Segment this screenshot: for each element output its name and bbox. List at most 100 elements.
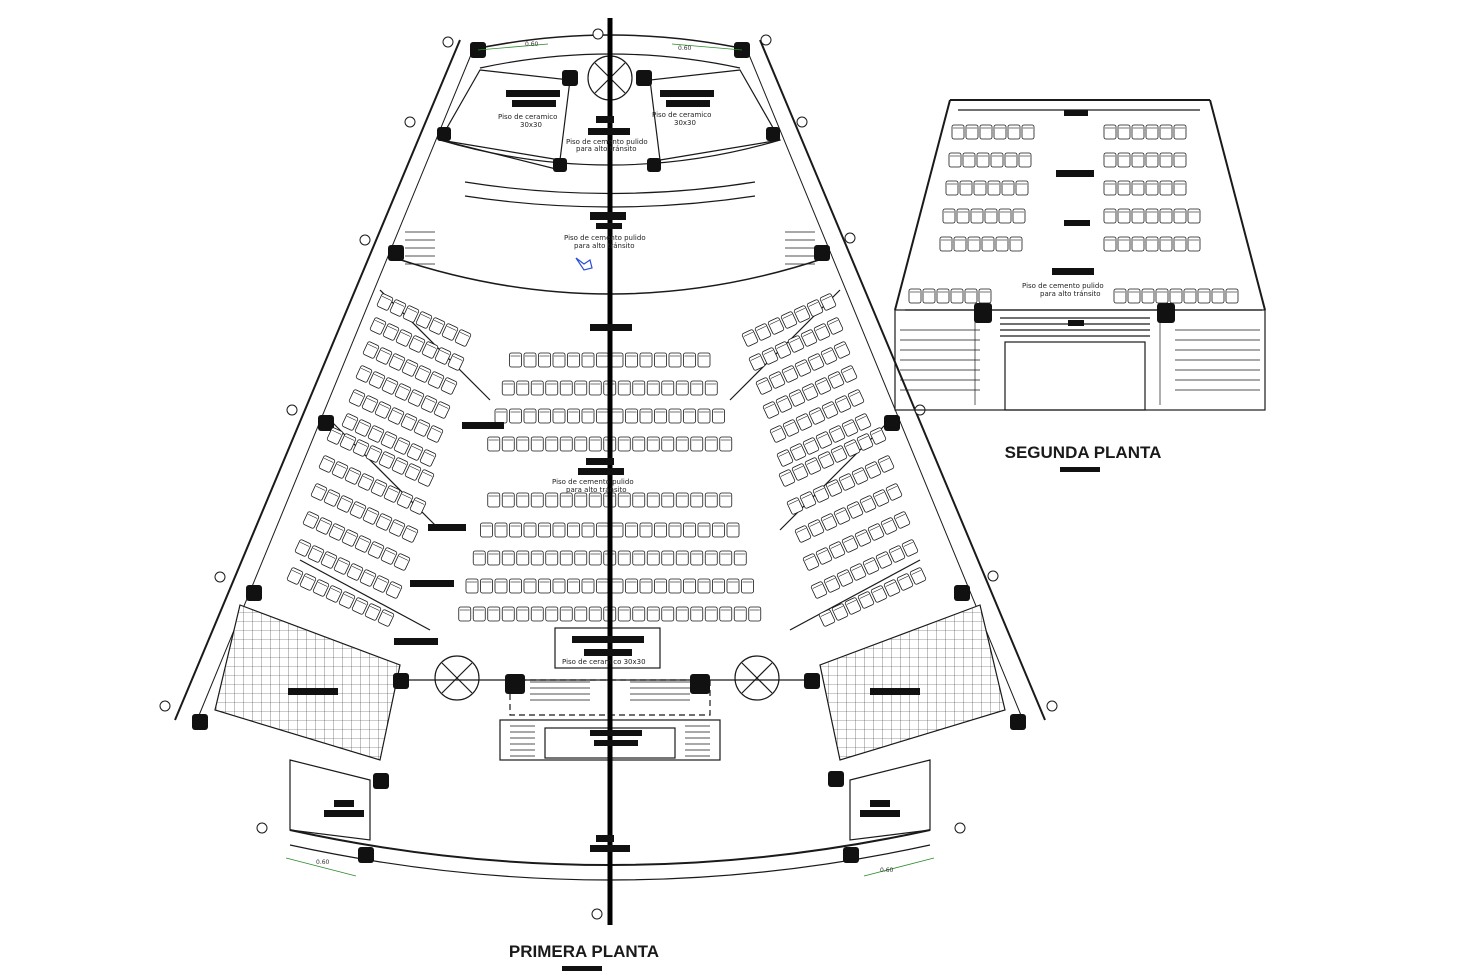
seat bbox=[588, 606, 602, 622]
seat bbox=[538, 578, 551, 594]
second-floor-plan bbox=[894, 99, 1266, 411]
note-ceramic-right: Piso de ceramico bbox=[652, 111, 711, 119]
seat bbox=[661, 550, 675, 566]
seat bbox=[697, 352, 711, 368]
seat bbox=[945, 180, 959, 196]
seat bbox=[981, 236, 995, 252]
seat bbox=[639, 352, 653, 368]
seat bbox=[596, 578, 609, 594]
seat bbox=[690, 606, 704, 622]
seat bbox=[959, 180, 973, 196]
seat bbox=[733, 550, 747, 566]
seat bbox=[654, 408, 667, 424]
seat bbox=[1141, 288, 1155, 304]
seat bbox=[1173, 124, 1187, 140]
seat bbox=[516, 436, 530, 452]
seat bbox=[545, 492, 559, 508]
seat bbox=[1001, 180, 1015, 196]
dimension-marks: 0.60 0.60 0.60 0.60 bbox=[285, 41, 935, 877]
seat bbox=[956, 208, 970, 224]
note-ceramic-left: Piso de ceramico bbox=[498, 113, 557, 121]
seat bbox=[494, 408, 508, 424]
seat bbox=[581, 578, 595, 594]
blue-accessibility-symbol bbox=[575, 257, 593, 271]
seat bbox=[697, 408, 711, 424]
seat bbox=[1173, 180, 1187, 196]
seat bbox=[588, 492, 602, 508]
seat bbox=[1018, 152, 1032, 168]
seat bbox=[1169, 288, 1183, 304]
seat bbox=[523, 408, 537, 424]
seat bbox=[984, 208, 998, 224]
seat bbox=[1155, 288, 1169, 304]
seat bbox=[646, 436, 660, 452]
seat bbox=[625, 522, 638, 538]
seat bbox=[501, 606, 515, 622]
seat bbox=[668, 408, 682, 424]
seat bbox=[617, 606, 631, 622]
seat bbox=[990, 152, 1004, 168]
seat bbox=[472, 606, 486, 622]
seat bbox=[567, 578, 580, 594]
seat bbox=[1117, 208, 1131, 224]
seat bbox=[654, 352, 667, 368]
seat bbox=[494, 522, 508, 538]
seat bbox=[1015, 180, 1029, 196]
note-transit-balcony: para alto tránsito bbox=[1040, 290, 1101, 298]
seat bbox=[1117, 236, 1131, 252]
seat bbox=[726, 522, 740, 538]
seat bbox=[1173, 236, 1187, 252]
seat bbox=[1187, 236, 1201, 252]
seat bbox=[1173, 208, 1187, 224]
seat bbox=[1187, 208, 1201, 224]
seat bbox=[995, 236, 1009, 252]
seat bbox=[704, 550, 718, 566]
seat bbox=[683, 352, 696, 368]
seat bbox=[675, 550, 689, 566]
seat bbox=[697, 522, 711, 538]
seat bbox=[617, 492, 631, 508]
seat bbox=[654, 578, 667, 594]
second-floor-label-blocks bbox=[1052, 110, 1100, 472]
seat bbox=[1131, 152, 1145, 168]
seat bbox=[953, 236, 967, 252]
seat bbox=[683, 522, 696, 538]
seat bbox=[1145, 236, 1159, 252]
seat bbox=[480, 522, 493, 538]
seat bbox=[712, 578, 725, 594]
note-ceramic-stage: Piso de ceramico 30x30 bbox=[562, 658, 646, 666]
seat bbox=[588, 436, 602, 452]
seat bbox=[530, 492, 544, 508]
seat bbox=[690, 436, 704, 452]
seat bbox=[1145, 208, 1159, 224]
seat bbox=[1211, 288, 1225, 304]
note-cement-balcony: Piso de cemento pulido bbox=[1022, 282, 1104, 290]
seat bbox=[538, 352, 551, 368]
seat bbox=[654, 522, 667, 538]
seat bbox=[559, 492, 573, 508]
seat bbox=[574, 492, 588, 508]
seat bbox=[987, 180, 1001, 196]
seat bbox=[1225, 288, 1239, 304]
seat bbox=[574, 606, 588, 622]
seat bbox=[962, 152, 976, 168]
second-floor-title: SEGUNDA PLANTA bbox=[1005, 443, 1162, 462]
seat bbox=[1021, 124, 1035, 140]
seat bbox=[1159, 180, 1173, 196]
seat bbox=[632, 606, 646, 622]
first-floor-title: PRIMERA PLANTA bbox=[509, 942, 659, 961]
seat bbox=[712, 522, 725, 538]
seat bbox=[704, 436, 718, 452]
seat bbox=[1159, 236, 1173, 252]
seat bbox=[596, 352, 609, 368]
seat bbox=[487, 436, 501, 452]
seat bbox=[668, 352, 682, 368]
seat bbox=[530, 436, 544, 452]
seat bbox=[509, 578, 522, 594]
seat bbox=[978, 288, 992, 304]
seat bbox=[588, 380, 602, 396]
seat bbox=[942, 208, 956, 224]
seat bbox=[516, 492, 530, 508]
seat bbox=[494, 578, 508, 594]
seat bbox=[993, 124, 1007, 140]
